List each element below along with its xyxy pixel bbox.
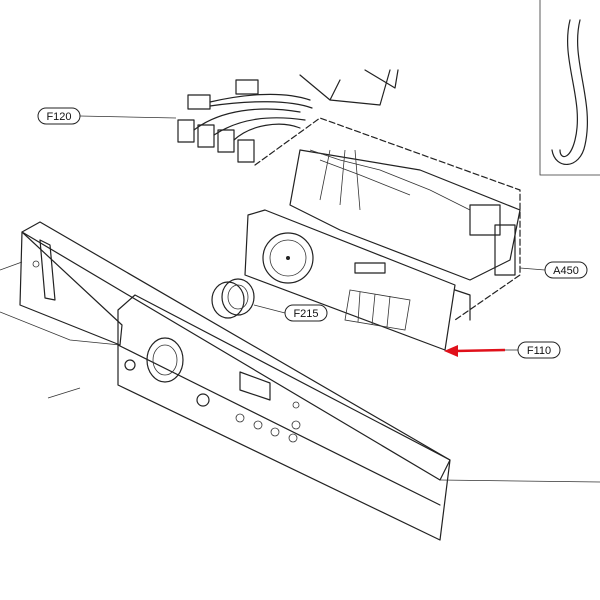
leader-lines <box>0 261 600 483</box>
part-label-f120: F120 <box>46 111 71 123</box>
label-f110: F110 <box>444 341 561 359</box>
label-f215: F215 <box>253 304 328 322</box>
part-label-f215: F215 <box>293 308 318 320</box>
drain-hose-fragment <box>539 0 600 176</box>
part-label-f110: F110 <box>527 345 551 357</box>
knob-f215 <box>211 278 255 319</box>
control-panel-front <box>19 221 451 541</box>
label-a450: A450 <box>519 261 588 279</box>
pcb-housing-a450 <box>254 117 521 321</box>
part-label-a450: A450 <box>553 265 579 277</box>
wire-harness-f120 <box>177 79 313 163</box>
control-board-f110 <box>244 209 456 351</box>
top-component-fragment <box>299 69 399 106</box>
highlight-arrow-line <box>454 348 506 353</box>
highlight-arrow-head <box>444 345 458 357</box>
label-f120: F120 <box>37 107 177 125</box>
